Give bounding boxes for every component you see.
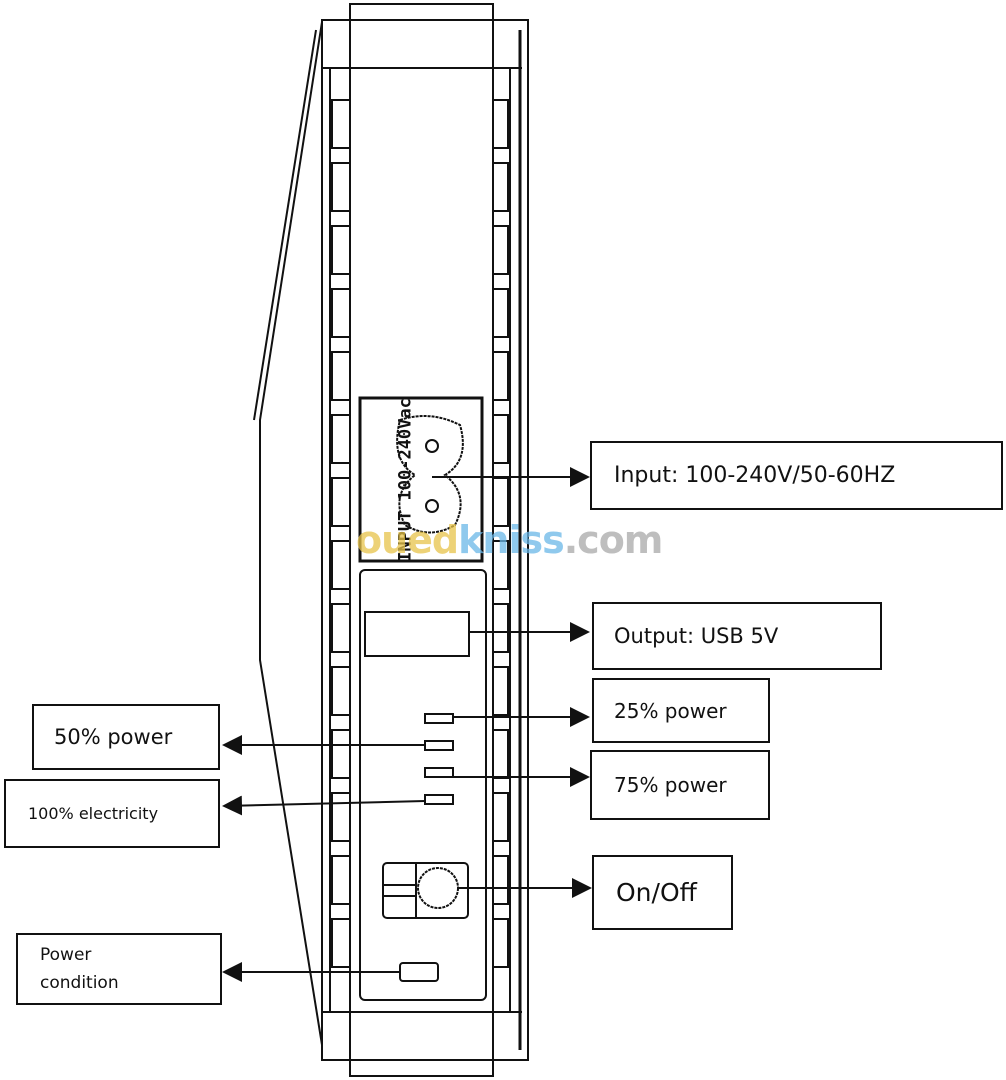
label-50-text: 50% power (54, 725, 173, 749)
label-on-off: On/Off (592, 855, 733, 930)
vent-slot (492, 729, 509, 779)
vent-slot (492, 666, 509, 716)
power-inlet (358, 396, 484, 563)
label-power-condition-line2: condition (40, 973, 119, 993)
label-25-text: 25% power (614, 698, 727, 723)
vent-slot (331, 792, 351, 842)
label-25-power: 25% power (592, 678, 770, 743)
arrows (222, 467, 592, 982)
vent-slot (331, 855, 351, 905)
label-output: Output: USB 5V (592, 602, 882, 670)
label-50-power: 50% power (32, 704, 220, 770)
vent-slot (492, 99, 509, 149)
vent-slot (492, 288, 509, 338)
vent-slot (492, 918, 509, 968)
label-power-condition: Power condition (16, 933, 222, 1005)
vent-slot (492, 351, 509, 401)
vent-slot (492, 225, 509, 275)
vent-slot (331, 918, 351, 968)
vent-slot (492, 855, 509, 905)
vent-slot (331, 603, 351, 653)
vent-slot (331, 666, 351, 716)
vent-slot (492, 162, 509, 212)
vent-slot (331, 351, 351, 401)
label-100-text: 100% electricity (28, 804, 159, 823)
label-input: Input: 100-240V/50-60HZ (590, 441, 1003, 510)
arrow-100 (222, 795, 426, 816)
vent-slot (492, 540, 509, 590)
vent-slot (331, 225, 351, 275)
label-power-condition-line1: Power (40, 945, 92, 965)
vent-slot (331, 288, 351, 338)
vent-slot (492, 603, 509, 653)
vent-slot (331, 162, 351, 212)
label-75-power: 75% power (590, 750, 770, 820)
label-input-text: Input: 100-240V/50-60HZ (614, 463, 896, 488)
vent-slot (331, 729, 351, 779)
label-output-text: Output: USB 5V (614, 624, 779, 648)
label-onoff-text: On/Off (616, 878, 697, 907)
vent-slot (331, 414, 351, 464)
vent-slot (492, 414, 509, 464)
vent-slot (492, 792, 509, 842)
vent-slot (331, 477, 351, 527)
usb-port (364, 611, 470, 657)
label-75-text: 75% power (614, 773, 727, 797)
vent-slot (331, 540, 351, 590)
label-100-electricity: 100% electricity (4, 779, 220, 848)
control-panel (359, 569, 487, 1001)
watermark: ouedkniss.com (356, 518, 663, 562)
vent-slot (331, 99, 351, 149)
